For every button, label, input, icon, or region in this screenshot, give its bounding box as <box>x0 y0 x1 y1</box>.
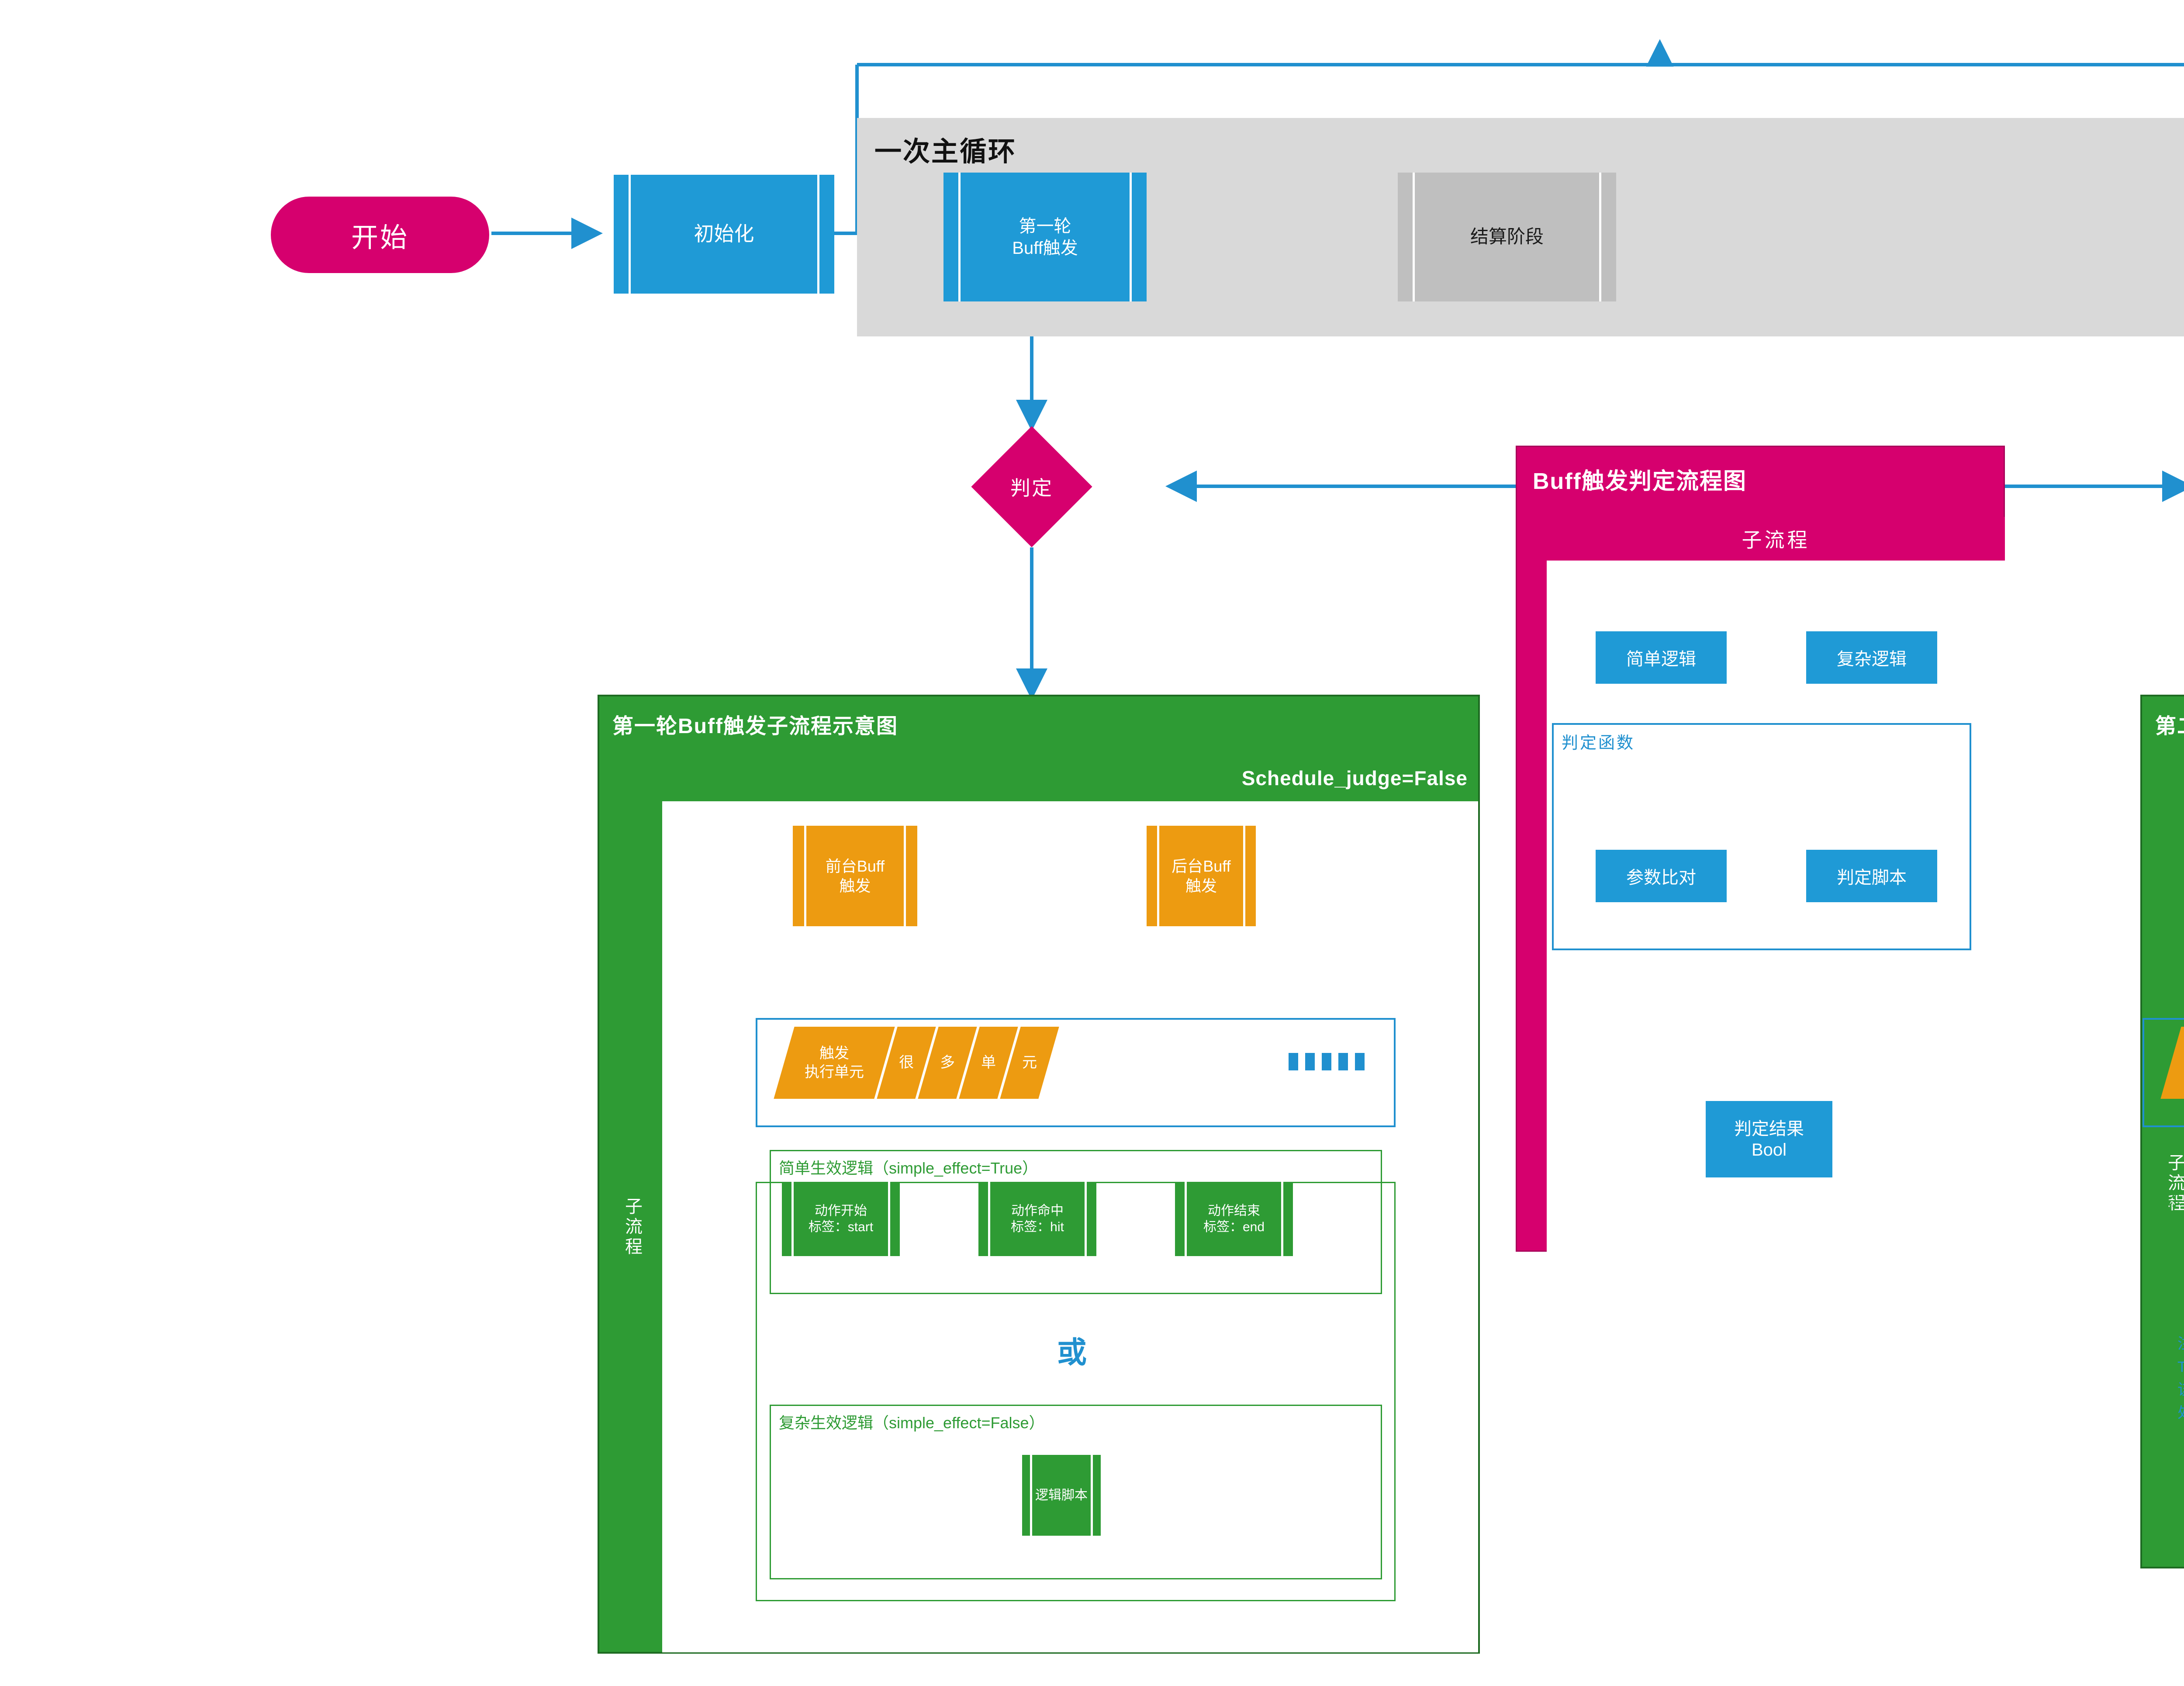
rail-right <box>1091 1455 1093 1536</box>
rail-right <box>1243 826 1245 926</box>
rail-left <box>1030 1455 1032 1536</box>
first-round-line1: 第一轮 <box>1019 216 1071 236</box>
left-trigger-strip[interactable]: 触发 执行单元 很 多 单 元 <box>774 1027 1059 1099</box>
right-panel-note: 注：需要在这个阶段进行判定的Buff意味着需要“先出结果再行判定”，所以理论上来… <box>2177 1336 2184 1421</box>
left-or-label: 或 <box>1057 1336 1087 1369</box>
left-simple-effect-label: 简单生效逻辑（simple_effect=True） <box>779 1159 1038 1177</box>
simple-logic-node[interactable]: 简单逻辑 <box>1596 631 1727 684</box>
left-back-line1: 后台Buff <box>1171 857 1231 875</box>
left-step2-line2: 标签：end <box>1203 1220 1265 1234</box>
right-trigger-strip[interactable]: 触发 执行单元 很 多 单 元 <box>2160 1027 2184 1099</box>
init-node[interactable]: 初始化 <box>614 175 834 294</box>
left-strip-head-line1: 触发 <box>819 1045 849 1062</box>
rail-right <box>1130 173 1132 301</box>
left-step0-line2: 标签：start <box>808 1220 874 1234</box>
left-complex-effect-label: 复杂生效逻辑（simple_effect=False） <box>779 1414 1045 1432</box>
left-step-start[interactable]: 动作开始 标签：start <box>782 1182 900 1256</box>
rail-right <box>888 1182 890 1256</box>
left-panel-title: 第一轮Buff触发子流程示意图 <box>612 715 898 738</box>
right-complex-effect-group: 复杂生效逻辑（simple_effect=False） <box>2143 1182 2184 1313</box>
left-step-hit[interactable]: 动作命中 标签：hit <box>978 1182 1096 1256</box>
rail-left <box>804 826 806 926</box>
left-front-line2: 触发 <box>839 877 871 895</box>
rail-right <box>1281 1182 1283 1256</box>
left-strip-group <box>756 1018 1396 1127</box>
right-subprocess-panel: 第二轮Buff触发子流程示意图 Schedule_judge=True 子流程 <box>2140 695 2184 1568</box>
right-panel-title: 第二轮Buff触发子流程示意图 <box>2155 715 2184 738</box>
left-front-buff-node[interactable]: 前台Buff 触发 <box>793 826 917 926</box>
rail-left <box>1157 826 1159 926</box>
left-logic-script-node[interactable]: 逻辑脚本 <box>1022 1455 1101 1536</box>
start-node[interactable]: 开始 <box>271 197 489 273</box>
rail-right <box>817 175 819 294</box>
judge-panel-title: Buff触发判定流程图 <box>1533 469 1747 494</box>
decision-left-label: 判定 <box>1010 477 1053 499</box>
rail-left <box>988 1182 990 1256</box>
rail-left <box>791 1182 794 1256</box>
judge-result-line2: Bool <box>1751 1140 1787 1160</box>
left-strip-head: 触发 执行单元 <box>774 1027 895 1099</box>
param-compare-node[interactable]: 参数比对 <box>1596 850 1727 902</box>
left-step0-line1: 动作开始 <box>815 1203 867 1218</box>
rail-right <box>904 826 906 926</box>
left-logic-script-label: 逻辑脚本 <box>1035 1488 1088 1503</box>
left-front-line1: 前台Buff <box>825 857 885 875</box>
judge-script-node[interactable]: 判定脚本 <box>1806 850 1937 902</box>
judge-result-line1: 判定结果 <box>1734 1119 1804 1139</box>
left-step-end[interactable]: 动作结束 标签：end <box>1175 1182 1293 1256</box>
rail-left <box>1413 173 1415 301</box>
left-strip-head-line2: 执行单元 <box>805 1063 864 1080</box>
right-complex-effect-label: 复杂生效逻辑（simple_effect=False） <box>2152 1191 2184 1209</box>
left-panel-flag: Schedule_judge=False <box>1241 767 1468 789</box>
left-step2-line1: 动作结束 <box>1208 1203 1260 1218</box>
judge-function-label: 判定函数 <box>1562 734 1635 752</box>
left-step1-line2: 标签：hit <box>1011 1220 1064 1234</box>
first-round-buff-node[interactable]: 第一轮 Buff触发 <box>943 173 1147 301</box>
rail-left <box>1185 1182 1187 1256</box>
init-label: 初始化 <box>694 222 754 246</box>
settlement-node[interactable]: 结算阶段 <box>1398 173 1616 301</box>
right-strip-group <box>2143 1018 2184 1127</box>
left-strip-ellipsis <box>1289 1053 1365 1070</box>
left-panel-vertical-label: 子流程 <box>622 1197 642 1257</box>
left-back-line2: 触发 <box>1185 877 1217 895</box>
left-simple-effect-group: 简单生效逻辑（simple_effect=True） <box>770 1150 1382 1294</box>
left-step1-line1: 动作命中 <box>1011 1203 1064 1218</box>
rail-right <box>1085 1182 1087 1256</box>
rail-right <box>1599 173 1601 301</box>
judge-function-group-box: 判定函数 <box>1552 723 1971 950</box>
main-loop-title: 一次主循环 <box>874 137 1017 167</box>
decision-left[interactable]: 判定 <box>947 426 1117 547</box>
left-complex-effect-group: 复杂生效逻辑（simple_effect=False） <box>770 1405 1382 1579</box>
first-round-line2: Buff触发 <box>1012 238 1078 258</box>
judge-panel-subprocess-bar: 子流程 <box>1547 517 2005 561</box>
rail-left <box>629 175 631 294</box>
complex-logic-node[interactable]: 复杂逻辑 <box>1806 631 1937 684</box>
judge-result-node[interactable]: 判定结果 Bool <box>1706 1101 1832 1177</box>
left-back-buff-node[interactable]: 后台Buff 触发 <box>1147 826 1256 926</box>
settlement-label: 结算阶段 <box>1470 226 1544 247</box>
right-panel-vertical-label: 子流程 <box>2165 1153 2184 1214</box>
rail-left <box>958 173 961 301</box>
